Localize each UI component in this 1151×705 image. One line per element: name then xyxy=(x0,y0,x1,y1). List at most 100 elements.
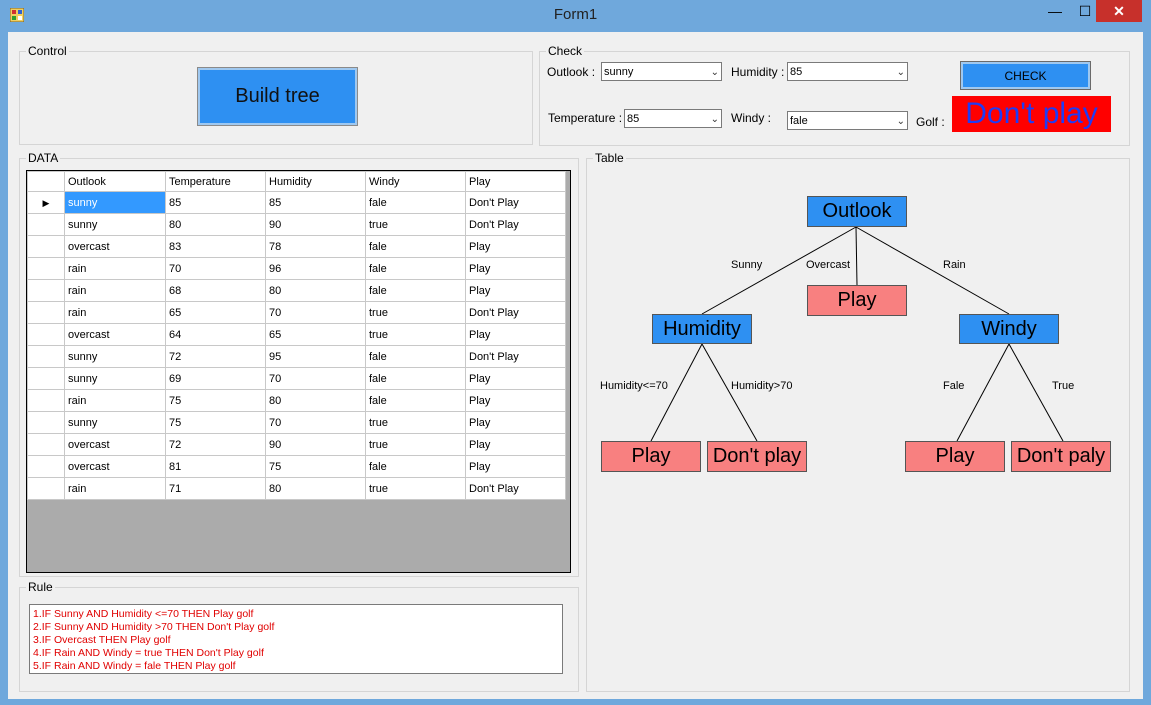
table-cell[interactable]: true xyxy=(365,301,466,324)
table-cell[interactable]: true xyxy=(365,323,466,346)
table-cell[interactable]: 71 xyxy=(165,477,266,500)
table-cell[interactable]: 95 xyxy=(265,345,366,368)
table-cell[interactable]: 68 xyxy=(165,279,266,302)
table-cell[interactable]: sunny xyxy=(64,367,166,390)
table-cell[interactable]: Play xyxy=(465,389,566,412)
table-cell[interactable]: 69 xyxy=(165,367,266,390)
table-cell[interactable]: 80 xyxy=(265,389,366,412)
table-cell[interactable]: overcast xyxy=(64,323,166,346)
table-cell[interactable]: 80 xyxy=(265,279,366,302)
data-grid[interactable]: Outlook Temperature Humidity Windy Play … xyxy=(26,170,571,573)
outlook-select[interactable]: sunny ⌄ xyxy=(601,62,722,81)
row-header[interactable] xyxy=(27,389,65,412)
build-tree-button[interactable]: Build tree xyxy=(197,67,358,126)
table-cell[interactable]: fale xyxy=(365,257,466,280)
table-cell[interactable]: sunny xyxy=(64,191,166,214)
table-cell[interactable]: 70 xyxy=(265,301,366,324)
table-cell[interactable]: rain xyxy=(64,257,166,280)
table-cell[interactable]: Play xyxy=(465,367,566,390)
row-header[interactable] xyxy=(27,345,65,368)
table-cell[interactable]: sunny xyxy=(64,411,166,434)
table-cell[interactable]: 96 xyxy=(265,257,366,280)
column-header[interactable]: Humidity xyxy=(265,171,366,192)
rule-textbox[interactable]: 1.IF Sunny AND Humidity <=70 THEN Play g… xyxy=(29,604,563,674)
row-header[interactable]: ▶ xyxy=(27,191,65,214)
table-cell[interactable]: Don't Play xyxy=(465,345,566,368)
table-cell[interactable]: 64 xyxy=(165,323,266,346)
table-cell[interactable]: rain xyxy=(64,301,166,324)
table-cell[interactable]: overcast xyxy=(64,433,166,456)
table-cell[interactable]: Don't Play xyxy=(465,191,566,214)
table-cell[interactable]: 72 xyxy=(165,433,266,456)
table-cell[interactable]: Play xyxy=(465,433,566,456)
maximize-button[interactable]: ☐ xyxy=(1078,3,1092,19)
table-cell[interactable]: overcast xyxy=(64,235,166,258)
column-header[interactable]: Temperature xyxy=(165,171,266,192)
table-cell[interactable]: 85 xyxy=(165,191,266,214)
row-header[interactable] xyxy=(27,279,65,302)
table-cell[interactable]: Play xyxy=(465,323,566,346)
row-header[interactable] xyxy=(27,323,65,346)
table-cell[interactable]: sunny xyxy=(64,345,166,368)
row-header[interactable] xyxy=(27,433,65,456)
table-cell[interactable]: 83 xyxy=(165,235,266,258)
table-cell[interactable]: Play xyxy=(465,411,566,434)
table-cell[interactable]: fale xyxy=(365,191,466,214)
row-header[interactable] xyxy=(27,411,65,434)
table-cell[interactable]: rain xyxy=(64,389,166,412)
row-header[interactable] xyxy=(27,235,65,258)
table-cell[interactable]: 70 xyxy=(265,367,366,390)
table-cell[interactable]: sunny xyxy=(64,213,166,236)
table-cell[interactable]: 90 xyxy=(265,433,366,456)
table-cell[interactable]: 90 xyxy=(265,213,366,236)
table-cell[interactable]: Play xyxy=(465,235,566,258)
table-cell[interactable]: 70 xyxy=(265,411,366,434)
table-cell[interactable]: Don't Play xyxy=(465,213,566,236)
row-header[interactable] xyxy=(27,455,65,478)
table-cell[interactable]: 80 xyxy=(165,213,266,236)
table-cell[interactable]: rain xyxy=(64,279,166,302)
table-cell[interactable]: 80 xyxy=(265,477,366,500)
column-header[interactable]: Play xyxy=(465,171,566,192)
table-cell[interactable]: 65 xyxy=(165,301,266,324)
row-header[interactable] xyxy=(27,367,65,390)
table-cell[interactable]: 85 xyxy=(265,191,366,214)
table-cell[interactable]: 72 xyxy=(165,345,266,368)
table-cell[interactable]: 70 xyxy=(165,257,266,280)
row-header[interactable] xyxy=(27,257,65,280)
minimize-button[interactable]: — xyxy=(1048,3,1062,19)
table-cell[interactable]: Don't Play xyxy=(465,301,566,324)
table-cell[interactable]: Play xyxy=(465,257,566,280)
table-cell[interactable]: Don't Play xyxy=(465,477,566,500)
table-cell[interactable]: Play xyxy=(465,455,566,478)
check-button[interactable]: CHECK xyxy=(960,61,1091,90)
row-header[interactable] xyxy=(27,213,65,236)
table-cell[interactable]: overcast xyxy=(64,455,166,478)
windy-select[interactable]: fale ⌄ xyxy=(787,111,908,130)
table-cell[interactable]: fale xyxy=(365,367,466,390)
table-cell[interactable]: Play xyxy=(465,279,566,302)
table-cell[interactable]: 78 xyxy=(265,235,366,258)
table-cell[interactable]: fale xyxy=(365,345,466,368)
column-header[interactable]: Windy xyxy=(365,171,466,192)
table-cell[interactable]: 65 xyxy=(265,323,366,346)
table-cell[interactable]: fale xyxy=(365,235,466,258)
table-cell[interactable]: true xyxy=(365,411,466,434)
table-cell[interactable]: fale xyxy=(365,389,466,412)
table-cell[interactable]: 75 xyxy=(165,411,266,434)
table-cell[interactable]: 75 xyxy=(165,389,266,412)
